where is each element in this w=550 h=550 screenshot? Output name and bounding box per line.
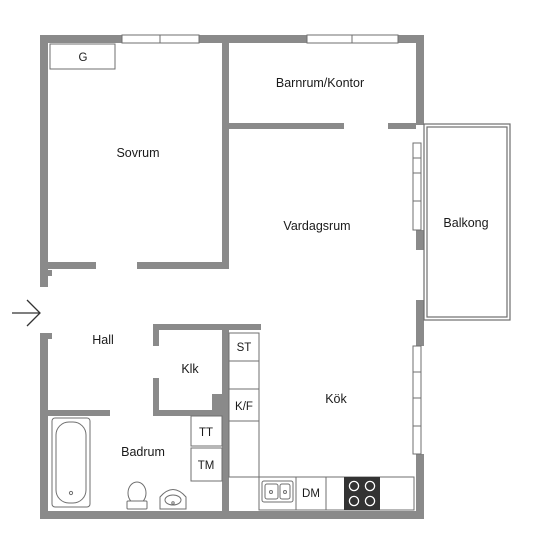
balcony-inner xyxy=(426,126,508,318)
wall-badrum-top xyxy=(48,410,110,416)
wall-bottom xyxy=(40,511,424,519)
room-label-kok: Kök xyxy=(325,392,347,406)
fixture-tt-label: TT xyxy=(199,427,213,439)
box-tt xyxy=(190,415,223,447)
wall-top-1 xyxy=(40,35,122,43)
room-label-klk: Klk xyxy=(181,362,199,376)
room-label-badrum: Badrum xyxy=(121,445,165,459)
window-top-barnrum-b xyxy=(351,34,399,44)
wall-top-3 xyxy=(398,35,424,43)
cabinet-side-lower xyxy=(228,420,260,478)
window-top-sovrum-b xyxy=(159,34,200,44)
room-label-hall: Hall xyxy=(92,333,114,347)
wall-klk-right-lower xyxy=(212,394,225,416)
room-label-balkong: Balkong xyxy=(443,216,488,230)
entrance-arrow-icon xyxy=(12,299,41,327)
window-top-barnrum-a xyxy=(306,34,353,44)
room-label-vardagsrum: Vardagsrum xyxy=(283,219,350,233)
wall-klk-left-lower xyxy=(153,378,159,416)
wall-right-2 xyxy=(416,230,424,250)
room-label-barnrum-kontor: Barnrum/Kontor xyxy=(276,76,364,90)
dishwasher-cabinet xyxy=(295,476,327,511)
balcony xyxy=(423,123,511,321)
bathtub-icon xyxy=(51,417,91,508)
kitchen-cabinets xyxy=(228,332,415,511)
wardrobe-box xyxy=(49,43,116,70)
fixture-tm-label: TM xyxy=(198,460,215,472)
windows xyxy=(121,34,422,455)
wall-klk-bottom xyxy=(153,410,225,416)
wall-sovrum-south-b xyxy=(137,262,229,269)
wall-barnrum-south-b xyxy=(388,123,416,129)
toilet-icon xyxy=(126,481,148,510)
window-top-sovrum-a xyxy=(121,34,161,44)
fixture-kf-label: K/F xyxy=(235,401,253,413)
washing-machines xyxy=(190,415,223,482)
box-tm xyxy=(190,447,223,482)
wall-klk-left xyxy=(153,324,159,346)
cabinet-st xyxy=(228,332,260,362)
wall-sovrum-east xyxy=(222,43,229,269)
wall-hall-stub-top xyxy=(40,270,52,276)
wall-right-1 xyxy=(416,35,424,125)
stove-icon xyxy=(344,477,380,510)
cabinet-blank xyxy=(228,360,260,390)
wall-klk-top xyxy=(153,324,261,330)
wall-sovrum-south-a xyxy=(48,262,96,269)
room-label-sovrum: Sovrum xyxy=(116,146,159,160)
interior-walls xyxy=(40,43,416,511)
wall-hall-stub-bottom xyxy=(40,333,52,339)
wall-left-upper xyxy=(40,35,48,287)
wall-top-2 xyxy=(199,35,307,43)
washbasin-icon xyxy=(159,489,187,510)
balcony-outline xyxy=(423,123,511,321)
wall-right-4 xyxy=(416,454,424,519)
fixture-st-label: ST xyxy=(237,342,252,354)
wardrobe-label: G xyxy=(79,52,88,64)
cabinet-kf xyxy=(228,388,260,422)
exterior-walls xyxy=(40,35,424,519)
wall-right-3 xyxy=(416,300,424,346)
wall-left-lower xyxy=(40,333,48,519)
wall-barnrum-south-a xyxy=(229,123,344,129)
fixture-dm-label: DM xyxy=(302,488,320,500)
kitchen-sink-icon xyxy=(261,480,294,503)
wall-kitchen-west xyxy=(222,330,229,511)
